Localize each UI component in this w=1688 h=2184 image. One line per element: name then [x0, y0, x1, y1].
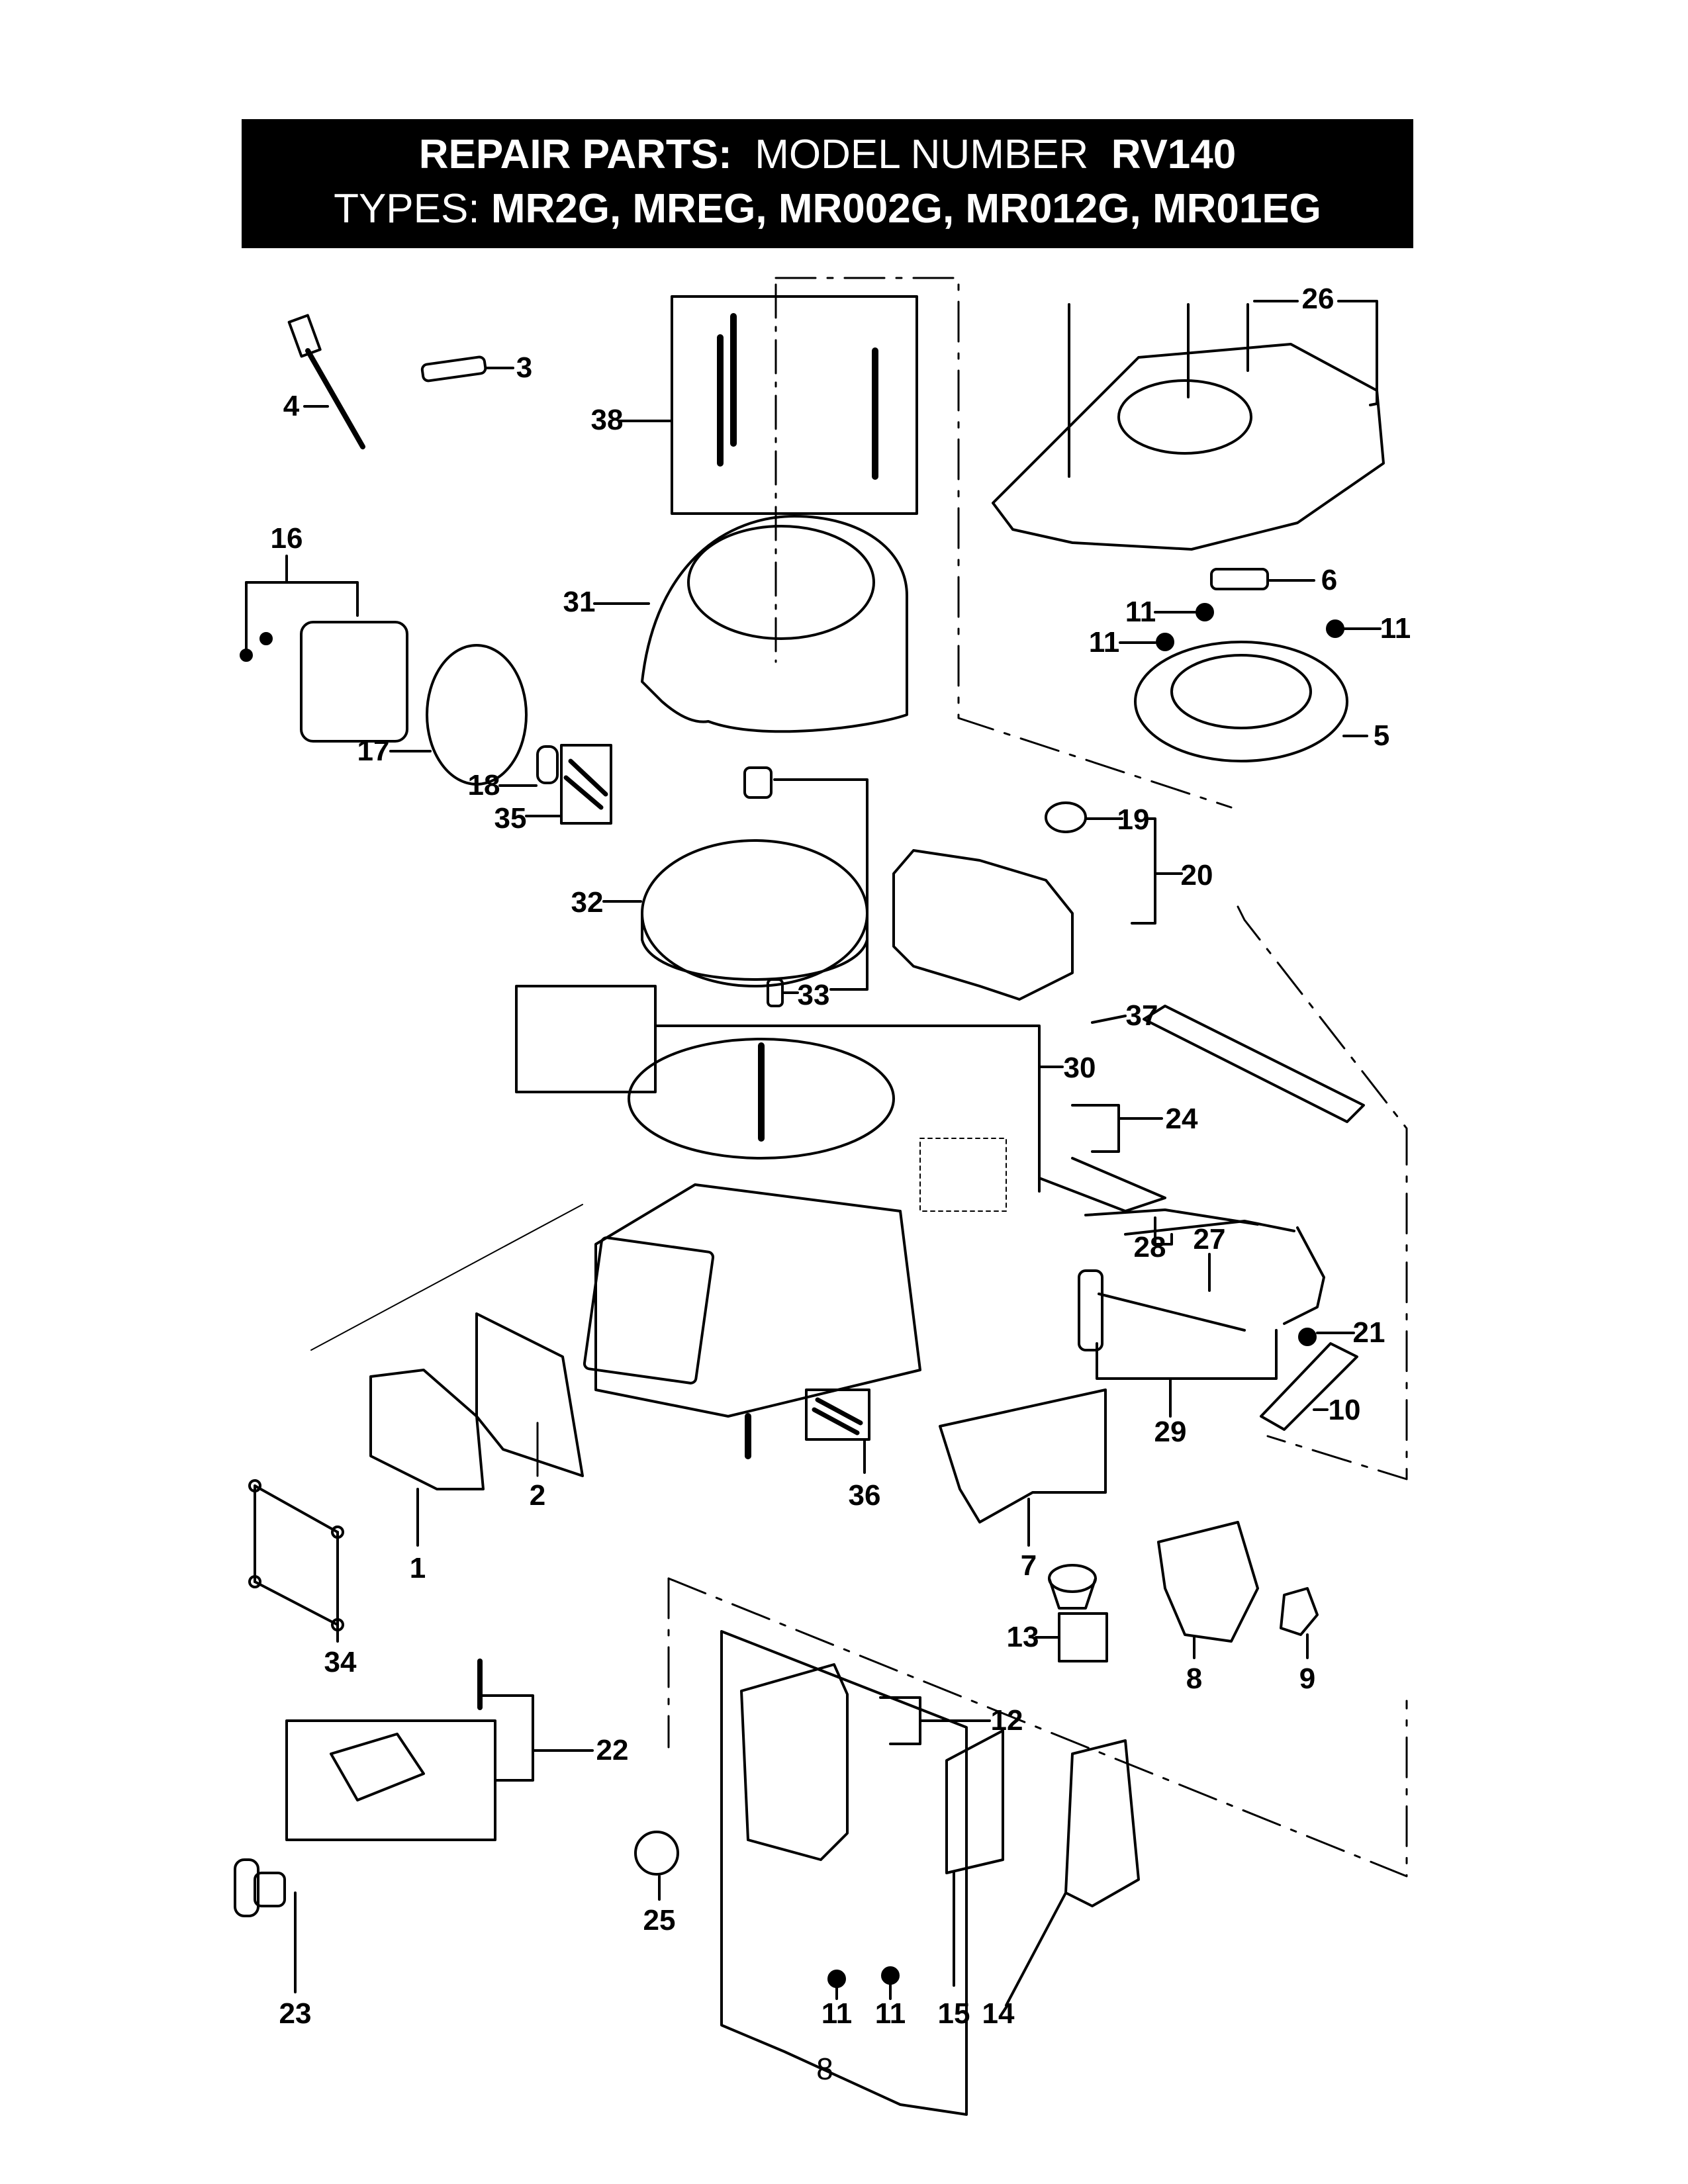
callout-22: 22	[596, 1734, 629, 1766]
gasket-plate-part	[939, 1388, 1107, 1547]
throttle-bracket-part	[919, 1104, 1166, 1212]
callout-1: 1	[409, 1552, 426, 1584]
muffler-gasket-part	[498, 745, 559, 787]
recoil-starter-part	[1134, 641, 1368, 762]
head-gasket-part	[475, 1312, 584, 1477]
governor-rod-part	[1143, 1005, 1365, 1123]
title-banner: REPAIR PARTS: MODEL NUMBER RV140 TYPES: …	[242, 119, 1413, 248]
page-number: 8	[816, 2052, 833, 2086]
callout-6: 6	[1321, 564, 1338, 596]
model-number-label: MODEL NUMBER	[755, 132, 1089, 177]
assembly-boundary-lines	[667, 277, 1408, 1878]
starter-handle-part	[1210, 568, 1315, 590]
valve-cover-bolts-34	[248, 1479, 344, 1643]
types-value: MR2G, MREG, MR002G, MR012G, MR01EG	[491, 186, 1321, 232]
callout-11: 11	[1125, 596, 1156, 628]
callout-24: 24	[1165, 1103, 1198, 1135]
callout-25: 25	[643, 1904, 676, 1936]
callout-32: 32	[571, 886, 604, 919]
callout-21: 21	[1352, 1316, 1385, 1349]
callout-16: 16	[270, 522, 303, 555]
title-line-1: REPAIR PARTS: MODEL NUMBER RV140	[242, 131, 1413, 179]
callout-12: 12	[990, 1704, 1023, 1737]
valve-cover-part	[310, 1204, 583, 1547]
callout-9: 9	[1299, 1662, 1316, 1695]
studs-box-36	[805, 1388, 870, 1474]
flywheel-part	[602, 766, 868, 1007]
callout-28: 28	[1133, 1231, 1166, 1263]
carburetor-part	[1157, 1521, 1259, 1659]
callout-17: 17	[357, 735, 390, 767]
jet-box-13	[1035, 1612, 1108, 1662]
primer-bulb-part	[634, 1831, 679, 1901]
callout-13: 13	[1006, 1621, 1039, 1653]
callout-10: 10	[1328, 1394, 1361, 1426]
linkage-group-29	[1078, 1208, 1358, 1431]
bracket-box-30	[515, 985, 1064, 1193]
callout-35: 35	[494, 802, 527, 835]
repair-parts-label: REPAIR PARTS:	[418, 132, 732, 177]
callout-37: 37	[1125, 999, 1158, 1032]
callout-33: 33	[797, 979, 830, 1011]
callout-11: 11	[821, 1997, 853, 2030]
fuel-tank-part	[892, 801, 1183, 1024]
title-line-2: TYPES: MR2G, MREG, MR002G, MR012G, MR01E…	[242, 185, 1413, 233]
callout-11: 11	[874, 1997, 906, 2030]
air-cleaner-group	[720, 1630, 1140, 2116]
callout-30: 30	[1063, 1052, 1096, 1084]
callout-11: 11	[1088, 626, 1120, 659]
muffler-part	[389, 644, 528, 786]
types-label: TYPES:	[334, 186, 480, 232]
callout-8: 8	[1186, 1662, 1203, 1695]
blower-housing-part	[593, 515, 908, 733]
carburetor-gasket-part	[1280, 1587, 1319, 1659]
callout-20: 20	[1180, 859, 1213, 891]
callout-15: 15	[937, 1997, 970, 2030]
callout-2: 2	[529, 1479, 546, 1512]
callout-27: 27	[1193, 1223, 1226, 1255]
callout-3: 3	[516, 351, 533, 384]
callout-19: 19	[1117, 803, 1150, 836]
spark-plug-part	[420, 355, 514, 383]
callout-26: 26	[1301, 283, 1335, 315]
fuel-bowl-part	[1048, 1564, 1097, 1610]
callout-38: 38	[590, 404, 624, 436]
callout-11: 11	[1380, 612, 1411, 645]
callout-5: 5	[1373, 719, 1390, 752]
callout-18: 18	[467, 769, 500, 801]
callout-34: 34	[324, 1646, 357, 1678]
engine-block-part	[583, 1038, 921, 1459]
dipstick-part	[287, 314, 365, 449]
callout-29: 29	[1154, 1416, 1187, 1448]
callout-14: 14	[982, 1997, 1015, 2030]
ignition-module-box-22	[285, 1659, 594, 1841]
air-shroud-part	[240, 555, 408, 743]
callout-4: 4	[283, 390, 300, 422]
engine-cover-part	[992, 300, 1385, 551]
studs-box-35	[525, 744, 612, 825]
model-number-value: RV140	[1111, 132, 1237, 177]
callout-36: 36	[848, 1479, 881, 1512]
callout-7: 7	[1020, 1549, 1037, 1582]
spark-plug-boot-part	[234, 1858, 297, 1993]
callout-31: 31	[563, 586, 596, 618]
callout-23: 23	[279, 1997, 312, 2030]
studs-box-38	[618, 283, 918, 663]
